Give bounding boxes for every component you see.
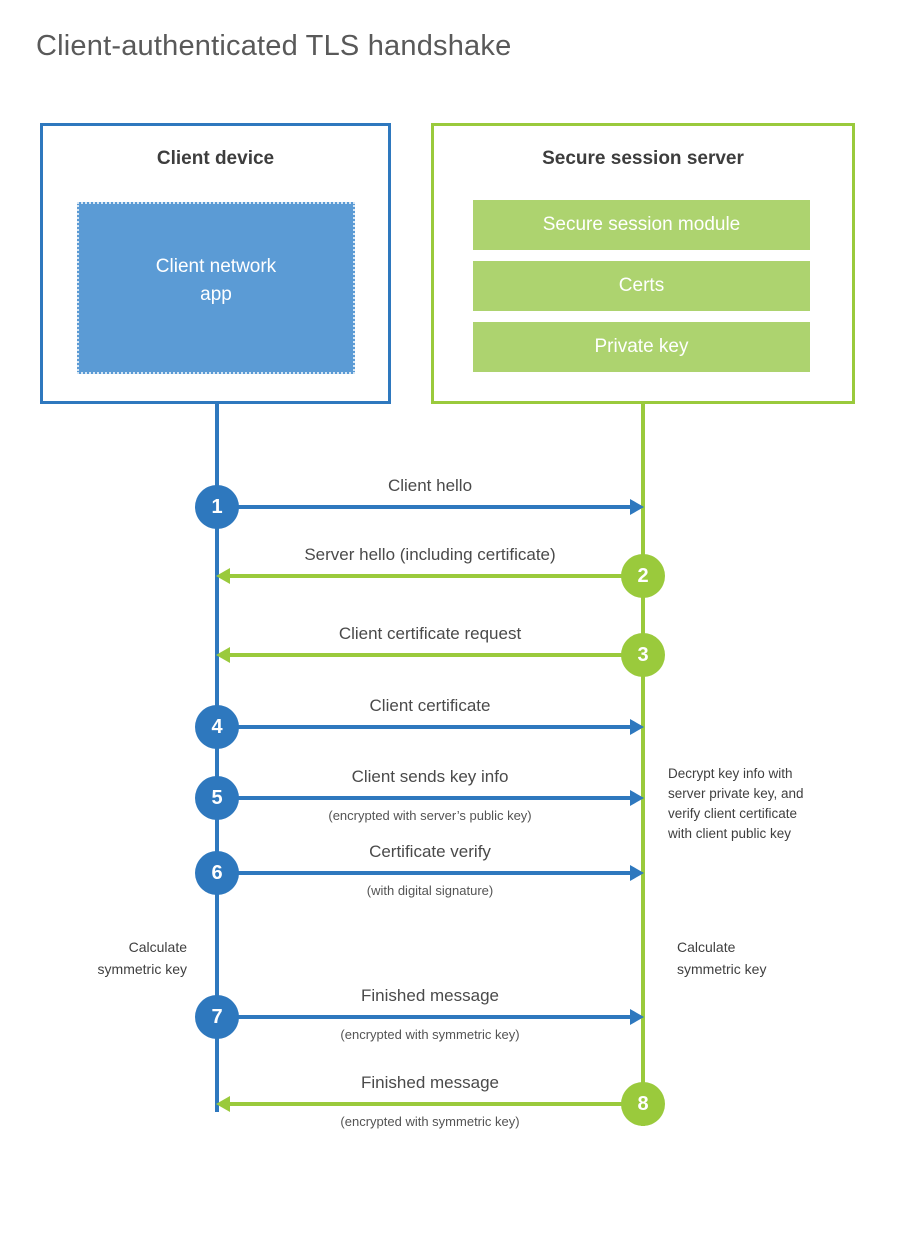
message-2-arrow — [216, 568, 643, 584]
step-1-number: 1 — [211, 495, 223, 518]
message-3-arrow — [216, 647, 643, 663]
decrypt-note-line2: server private key, and — [668, 786, 804, 801]
arrow-left-icon — [216, 647, 230, 663]
secure-session-server-box: Secure session server Secure session mod… — [431, 123, 855, 404]
message-7-arrow — [217, 1009, 644, 1025]
step-3-number: 3 — [637, 643, 649, 666]
arrow-right-icon — [630, 719, 644, 735]
arrow-right-icon — [630, 790, 644, 806]
decrypt-note-line4: with client public key — [668, 826, 792, 841]
calculate-symmetric-key-note-client: Calculate symmetric key — [27, 936, 187, 980]
arrow-right-icon — [630, 499, 644, 515]
server-module-bar-secure-session-module: Secure session module — [473, 200, 810, 250]
diagram-title: Client-authenticated TLS handshake — [36, 30, 512, 62]
message-1-label: Client hello — [387, 476, 473, 495]
message-5-label: Client sends key info — [351, 767, 509, 786]
step-8-number: 8 — [637, 1092, 649, 1115]
message-4-arrow — [217, 719, 644, 735]
message-8-arrow-line — [230, 1102, 643, 1106]
message-3-arrow-line — [230, 653, 643, 657]
step-7-badge: 7 — [195, 995, 239, 1039]
message-6-label: Certificate verify — [369, 842, 491, 861]
client-app-label-line2: app — [200, 284, 232, 305]
message-2-arrow-line — [230, 574, 643, 578]
message-6-arrow-line — [217, 871, 630, 875]
calc-right-line1: Calculate — [677, 939, 736, 955]
message-8-sublabel: (encrypted with symmetric key) — [340, 1114, 520, 1129]
message-2-label: Server hello (including certificate) — [304, 545, 556, 564]
arrow-left-icon — [216, 1096, 230, 1112]
message-5-arrow-line — [217, 796, 630, 800]
step-4-number: 4 — [211, 715, 223, 738]
step-4-badge: 4 — [195, 705, 239, 749]
message-7-sublabel: (encrypted with symmetric key) — [340, 1027, 520, 1042]
step-7-number: 7 — [211, 1005, 223, 1028]
server-module-bar-private-key: Private key — [473, 322, 810, 372]
client-network-app-box: Client network app — [77, 202, 355, 374]
message-5-arrow — [217, 790, 644, 806]
arrow-right-icon — [630, 865, 644, 881]
message-4-arrow-line — [217, 725, 630, 729]
server-module-bar-certs: Certs — [473, 261, 810, 311]
calc-left-line1: Calculate — [128, 939, 187, 955]
server-lifeline — [641, 404, 645, 1126]
step-1-badge: 1 — [195, 485, 239, 529]
decrypt-note-line3: verify client certificate — [668, 806, 798, 821]
client-device-box: Client device Client network app — [40, 123, 391, 404]
step-3-badge: 3 — [621, 633, 665, 677]
step-5-number: 5 — [211, 786, 223, 809]
client-lifeline — [215, 404, 219, 1112]
secure-session-server-title: Secure session server — [542, 148, 744, 169]
message-7-arrow-line — [217, 1015, 630, 1019]
message-6-sublabel: (with digital signature) — [366, 883, 494, 898]
client-device-title: Client device — [156, 148, 275, 169]
message-1-arrow-line — [217, 505, 630, 509]
decrypt-key-info-note: Decrypt key info with server private key… — [668, 764, 853, 844]
step-8-badge: 8 — [621, 1082, 665, 1126]
step-5-badge: 5 — [195, 776, 239, 820]
client-app-label-line1: Client network — [155, 256, 277, 277]
message-8-label: Finished message — [361, 1073, 499, 1092]
calc-right-line2: symmetric key — [677, 961, 767, 977]
message-7-label: Finished message — [361, 986, 499, 1005]
decrypt-note-line1: Decrypt key info with — [668, 766, 793, 781]
calc-left-line2: symmetric key — [97, 961, 187, 977]
message-3-label: Client certificate request — [338, 624, 522, 643]
step-2-badge: 2 — [621, 554, 665, 598]
step-2-number: 2 — [637, 564, 649, 587]
message-6-arrow — [217, 865, 644, 881]
message-4-label: Client certificate — [369, 696, 491, 715]
message-8-arrow — [216, 1096, 643, 1112]
message-1-arrow — [217, 499, 644, 515]
calculate-symmetric-key-note-server: Calculate symmetric key — [677, 936, 837, 980]
message-5-sublabel: (encrypted with server’s public key) — [328, 808, 532, 823]
step-6-number: 6 — [211, 861, 223, 884]
step-6-badge: 6 — [195, 851, 239, 895]
arrow-right-icon — [630, 1009, 644, 1025]
arrow-left-icon — [216, 568, 230, 584]
